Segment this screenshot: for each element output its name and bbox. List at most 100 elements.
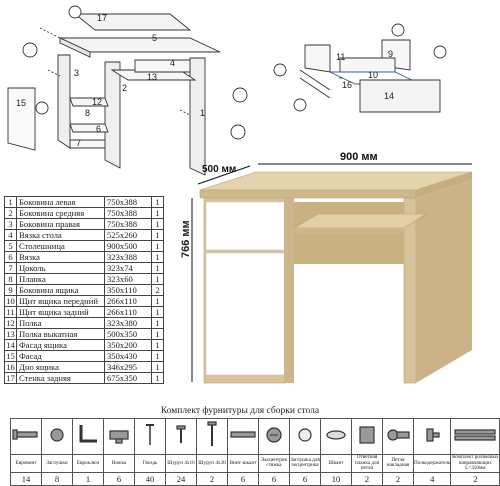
part-name: Фасад (16, 350, 105, 362)
drawer-exploded-drawing (273, 23, 447, 113)
screw-icon (10, 418, 42, 455)
part-quantity: 1 (151, 295, 164, 307)
part-number: 16 (4, 361, 17, 373)
cap-icon (41, 418, 73, 455)
part-size: 525х260 (104, 229, 152, 241)
hardware-quantity: 8 (41, 471, 73, 486)
part-quantity: 1 (151, 306, 164, 318)
part-quantity: 1 (151, 361, 164, 373)
hex-key-icon (72, 418, 104, 455)
callout-label: 4 (170, 58, 175, 68)
hardware-quantity: 2 (382, 471, 414, 486)
callout-label: 1 (200, 108, 205, 118)
depth-dimension-label: 500 мм (202, 164, 236, 175)
part-quantity: 1 (151, 240, 164, 252)
hardware-name: Евроключ (72, 454, 104, 473)
part-number: 6 (4, 251, 17, 263)
part-size: 266х110 (104, 306, 152, 318)
part-number: 2 (4, 207, 17, 219)
hardware-name: Евровинт (10, 454, 42, 473)
hardware-name: Винт-шкант (227, 454, 259, 473)
part-number: 17 (4, 372, 17, 384)
part-quantity: 1 (151, 262, 164, 274)
hardware-quantity: 2 (351, 471, 383, 486)
nail-icon (134, 418, 166, 455)
callout-label: 16 (342, 80, 352, 90)
callout-label: 7 (76, 138, 81, 148)
callout-label: 9 (388, 49, 393, 59)
drawer-slide-icon (450, 418, 500, 455)
hinge-plate-icon (351, 418, 383, 455)
callout-label: 8 (85, 108, 90, 118)
foot-icon (103, 418, 135, 455)
part-number: 10 (4, 295, 17, 307)
part-quantity: 1 (151, 317, 164, 329)
part-number: 12 (4, 317, 17, 329)
dowel-icon (320, 418, 352, 455)
hardware-name: Петля накладная (382, 454, 414, 473)
desk-exploded-drawing (7, 5, 248, 176)
part-quantity: 1 (151, 372, 164, 384)
eccentric-cap-icon (289, 418, 321, 455)
hardware-name: Комплект роликовых направляющих L=350мм (450, 454, 500, 473)
part-number: 9 (4, 284, 17, 296)
callout-label: 11 (336, 52, 345, 62)
part-name: Планка (16, 273, 105, 285)
part-quantity: 1 (151, 207, 164, 219)
part-name: Боковина левая (16, 196, 105, 208)
hardware-name: Шкант (320, 454, 352, 473)
part-name: Полка (16, 317, 105, 329)
part-number: 5 (4, 240, 17, 252)
hardware-name: Ножка (103, 454, 135, 473)
part-name: Вязка (16, 251, 105, 263)
part-name: Полка выкатная (16, 328, 105, 340)
hardware-quantity: 1 (72, 471, 104, 486)
part-quantity: 1 (151, 328, 164, 340)
hardware-name: Гвоздь (134, 454, 166, 473)
hardware-quantity: 6 (227, 471, 259, 486)
dowel-screw-icon (227, 418, 259, 455)
callout-label: 13 (147, 72, 157, 82)
hardware-kit-title: Комплект фурнитуры для сборки стола (160, 406, 320, 416)
part-number: 11 (4, 306, 17, 318)
part-name: Боковина ящика (16, 284, 105, 296)
desk-body (199, 171, 473, 384)
assembly-drawings: 17 5 3 4 12 13 2 15 8 6 7 1 11 9 10 16 1… (7, 5, 447, 176)
hardware-quantity: 6 (289, 471, 321, 486)
hardware-name: Заглушки (41, 454, 73, 473)
part-number: 4 (4, 229, 17, 241)
part-size: 350х430 (104, 350, 152, 362)
part-name: Дно ящика (16, 361, 105, 373)
part-size: 323х380 (104, 317, 152, 329)
hardware-name: Ответная планка для петли (351, 454, 383, 473)
callout-label: 2 (122, 83, 127, 93)
callout-label: 6 (96, 124, 101, 134)
hardware-quantity: 10 (320, 471, 352, 486)
part-size: 350х110 (104, 284, 152, 296)
hardware-quantity: 24 (165, 471, 197, 486)
part-size: 323х60 (104, 273, 152, 285)
part-number: 8 (4, 273, 17, 285)
callout-label: 3 (74, 68, 79, 78)
callout-label: 17 (97, 13, 107, 23)
hardware-quantity: 6 (258, 471, 290, 486)
part-name: Вязка стола (16, 229, 105, 241)
callout-label: 10 (368, 70, 378, 80)
hardware-quantity: 6 (103, 471, 135, 486)
hardware-quantity: 14 (10, 471, 42, 486)
part-quantity: 1 (151, 350, 164, 362)
